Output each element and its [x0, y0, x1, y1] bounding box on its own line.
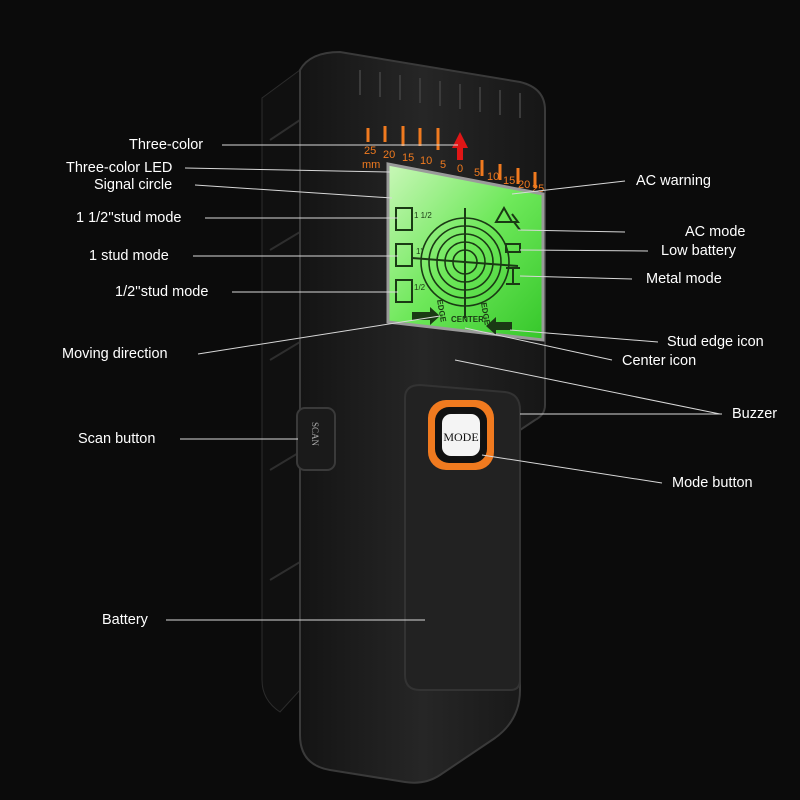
label-stud-mode-1: 1 stud mode [89, 248, 169, 264]
led-scale [366, 126, 537, 188]
ac-mode-icon [511, 213, 521, 231]
label-three-color-led: Three-color LED [66, 160, 173, 176]
label-three-color: Three-color [129, 137, 204, 153]
scale-20-left: 20 [383, 149, 395, 161]
label-moving-direction: Moving direction [62, 346, 168, 362]
scale-15-left: 15 [402, 152, 414, 164]
ac-warning-icon [494, 205, 514, 223]
label-signal-circle: Signal circle [94, 177, 173, 193]
scan-button-label[interactable]: SCAN [310, 422, 320, 447]
label-low-battery: Low battery [661, 243, 736, 259]
stud-mode-icons [395, 207, 413, 303]
lcd-center: CENTER [451, 315, 484, 324]
mode-button-label[interactable]: MODE [443, 430, 478, 444]
stud-edge-arrow-right [486, 317, 512, 335]
label-scan-button: Scan button [78, 431, 156, 447]
scale-10-right: 10 [487, 171, 499, 183]
lcd-edge-right: EDGE [479, 302, 492, 327]
scale-15-right: 15 [503, 175, 515, 187]
label-battery: Battery [102, 612, 148, 628]
scale-25-left: 25 [364, 145, 376, 157]
label-center-icon: Center icon [622, 353, 697, 369]
side-grip [261, 69, 301, 713]
stud-fraction-bot: 1/2 [414, 283, 426, 292]
scale-5-left: 5 [440, 159, 446, 171]
label-ac-warning: AC warning [636, 173, 711, 189]
label-stud-mode-half: 1/2''stud mode [115, 284, 209, 300]
stud-edge-arrow-left [412, 307, 440, 325]
label-mode-button: Mode button [672, 475, 753, 491]
callout-lines [166, 144, 722, 621]
label-stud-mode-1-5: 1 1/2''stud mode [76, 210, 182, 226]
label-ac-mode: AC mode [685, 224, 746, 240]
mode-button-graphic [428, 400, 494, 470]
stud-fraction-top: 1 1/2 [414, 211, 432, 220]
label-stud-edge-icon: Stud edge icon [667, 334, 764, 350]
scale-unit-left: mm [362, 159, 380, 171]
low-battery-icon [505, 243, 521, 253]
top-ridges [359, 70, 521, 118]
metal-mode-icon [506, 267, 520, 285]
red-arrow-led [452, 132, 468, 148]
scale-5-right: 5 [474, 167, 480, 179]
label-metal-mode: Metal mode [646, 271, 722, 287]
stud-fraction-mid: 1'' [416, 247, 424, 256]
label-buzzer: Buzzer [732, 406, 778, 422]
scale-10-left: 10 [420, 155, 432, 167]
scale-0: 0 [457, 163, 463, 175]
scale-20-right: 20 [518, 179, 530, 191]
